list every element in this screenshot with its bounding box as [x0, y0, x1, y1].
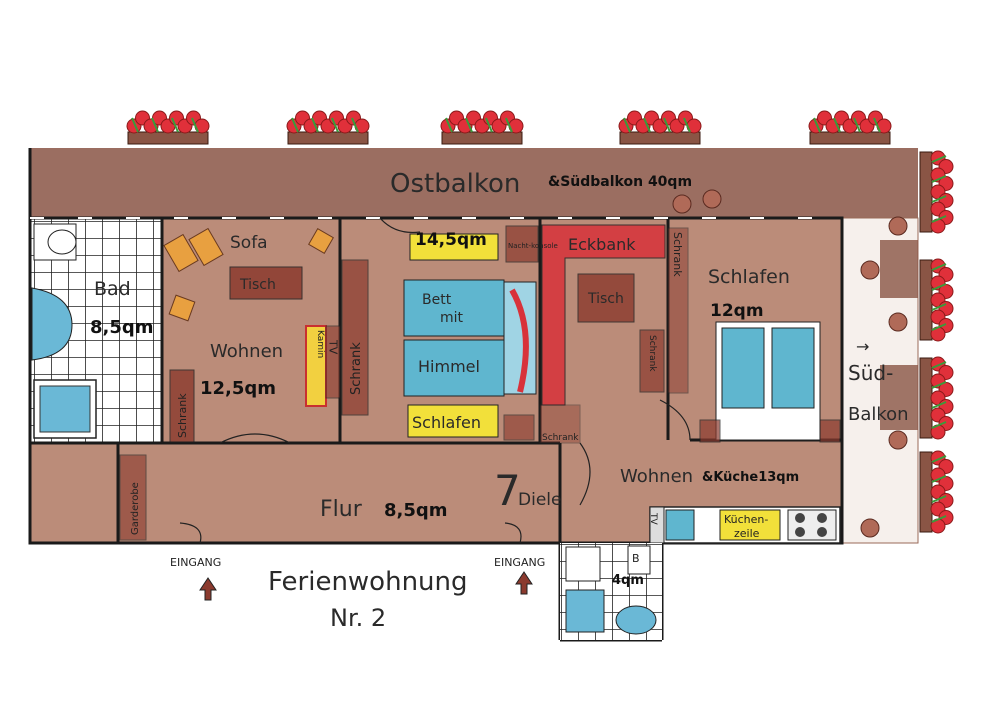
flower-box: [919, 356, 954, 440]
flur-area: 8,5qm: [384, 500, 448, 521]
sofa-label: Sofa: [230, 233, 268, 253]
schrank-wohnen: Schrank: [176, 393, 189, 438]
garderobe-label: Garderobe: [130, 482, 141, 535]
balkon-area-label: &Südbalkon 40qm: [548, 174, 692, 190]
flower-box: [440, 110, 524, 145]
door-arcs: [179, 217, 691, 544]
bad-label: Bad: [94, 278, 131, 300]
wohnen-label: Wohnen: [210, 341, 283, 362]
nachtkonsole-label: Nacht-konsole: [508, 242, 558, 250]
flower-box: [919, 450, 954, 534]
diele-seven-mark: 7: [494, 466, 521, 515]
schrank-schlafen1: Schrank: [349, 342, 364, 395]
eck-tisch-label: Tisch: [587, 291, 624, 307]
schlafen1-label: Schlafen: [412, 413, 481, 432]
caption-line-1: Ferienwohnung: [268, 567, 468, 597]
flower-box: [919, 258, 954, 342]
balcony-stool: [888, 430, 908, 450]
balcony-stool: [888, 312, 908, 332]
ostbalkon-floor: [30, 148, 918, 218]
wc-area: 4qm: [612, 573, 644, 588]
kueche-tv-label: TV: [648, 512, 658, 525]
sued-arrow: →: [856, 337, 869, 356]
flur-label: Flur: [320, 497, 363, 522]
suedbalkon-label-2: Balkon: [848, 404, 909, 425]
bad-area: 8,5qm: [90, 317, 154, 338]
kueche-label-1: Küchen-: [724, 513, 768, 526]
wc-b-label: B: [632, 552, 640, 565]
schrank-eck: Schrank: [647, 335, 657, 372]
balcony-stool: [860, 518, 880, 538]
flower-box: [286, 110, 370, 145]
schlafen1-area: 14,5qm: [415, 230, 487, 250]
entrance-arrow-icon: [515, 571, 533, 595]
bett-label-1: Bett: [422, 292, 452, 308]
bedroom1-furniture: [403, 225, 539, 441]
schrank-eck2: Schrank: [671, 232, 684, 277]
flower-boxes-right: [919, 150, 954, 534]
diele-schrank-label: Schrank: [542, 433, 579, 443]
flower-boxes-top: [126, 110, 892, 145]
bett-label-2: mit: [440, 310, 464, 326]
garderobe: [119, 454, 147, 541]
kitchen-row: [649, 506, 841, 544]
caption-line-2: Nr. 2: [330, 604, 386, 632]
living-furniture: [163, 227, 369, 443]
flower-box: [126, 110, 210, 145]
flower-box: [808, 110, 892, 145]
flower-box: [919, 150, 954, 234]
eckbank-label: Eckbank: [568, 235, 636, 254]
wohnen-area: 12,5qm: [200, 378, 276, 399]
entrance-label-2: EINGANG: [494, 556, 545, 569]
ostbalkon-label: Ostbalkon: [390, 169, 520, 199]
balcony-stool: [888, 216, 908, 236]
kueche-label-2: zeile: [734, 527, 760, 540]
balcony-stool: [702, 189, 722, 209]
entrance-label-1: EINGANG: [170, 556, 221, 569]
dining-corner: [539, 224, 689, 444]
bathroom-fixtures: [31, 223, 97, 439]
wc-fixtures: [560, 543, 662, 640]
bett-label-3: Himmel: [418, 357, 480, 376]
entrance-arrow-icon: [199, 577, 217, 601]
wohnkueche-label: Wohnen: [620, 466, 693, 487]
balcony-stool: [860, 260, 880, 280]
schlafen2-area: 12qm: [710, 301, 764, 321]
kamin-label: Kamin: [315, 330, 325, 358]
wohnkueche-area: &Küche13qm: [702, 470, 799, 485]
flower-box: [618, 110, 702, 145]
suedbalkon-label-1: Süd-: [848, 361, 893, 385]
schlafen2-label: Schlafen: [708, 266, 790, 288]
diele-label: Diele: [518, 490, 561, 510]
tisch-label: Tisch: [239, 277, 276, 293]
bedroom2-furniture: [699, 321, 841, 443]
tv-label-1: TV: [327, 339, 340, 355]
balcony-stool: [672, 194, 692, 214]
